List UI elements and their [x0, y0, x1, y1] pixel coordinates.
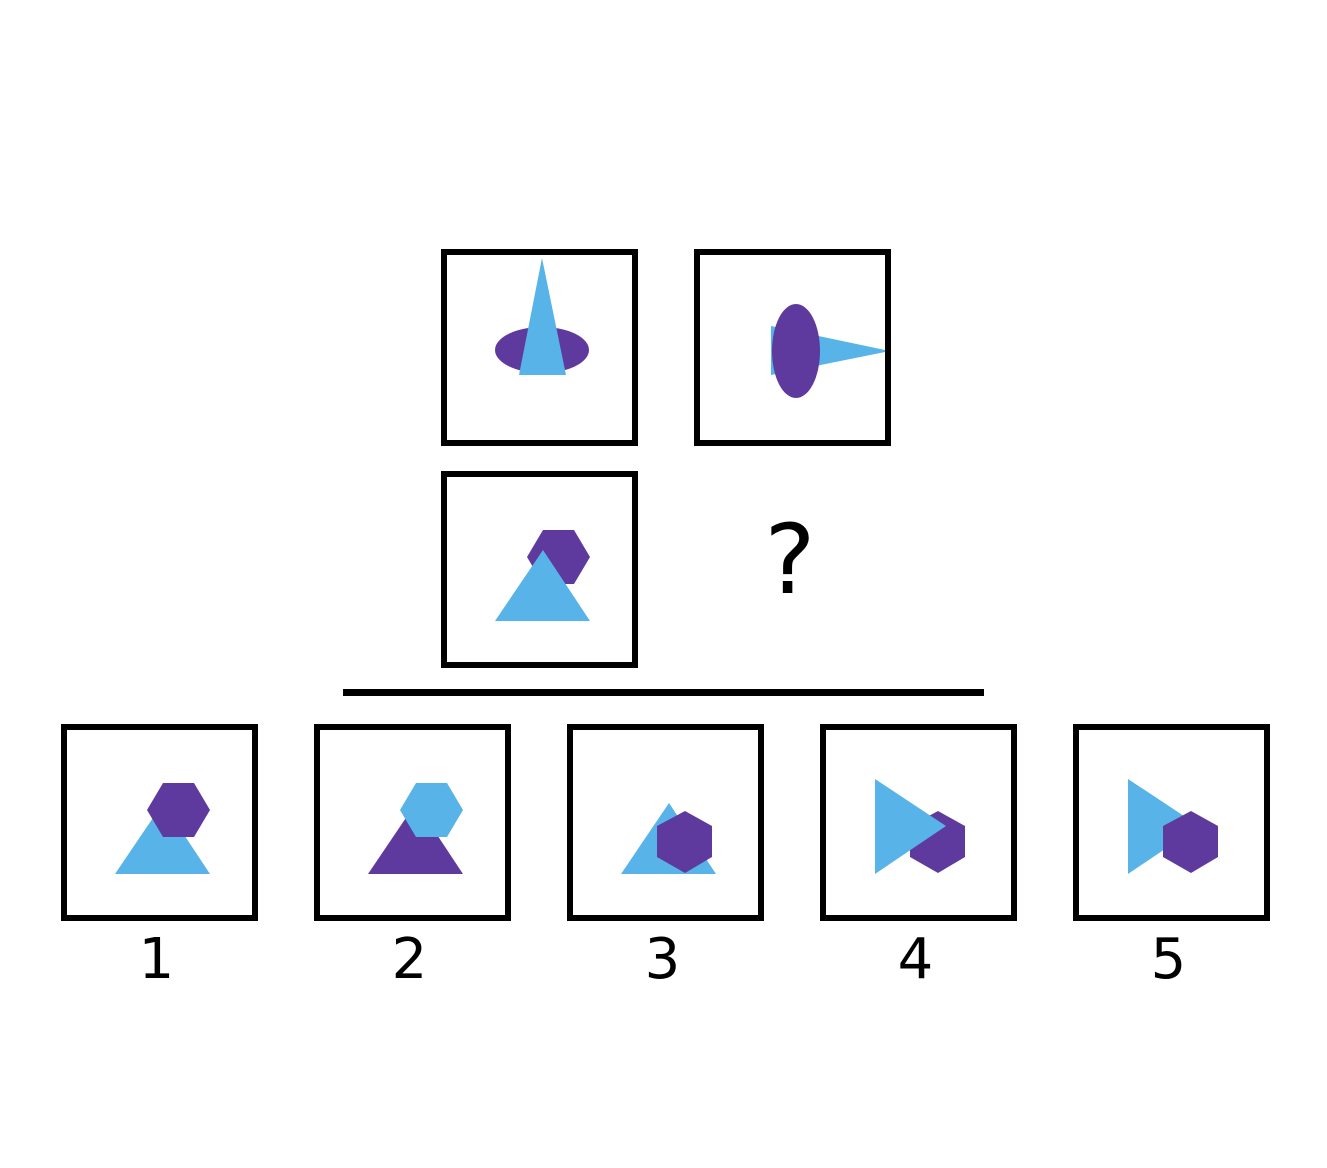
blue-triangle — [875, 779, 946, 874]
option-3-label: 3 — [644, 927, 681, 992]
puzzle-cell-2 — [694, 249, 891, 446]
option-1[interactable] — [61, 724, 258, 921]
blue-triangle — [115, 803, 210, 874]
puzzle-cell-1 — [441, 249, 638, 446]
option-2[interactable] — [314, 724, 511, 921]
purple-ellipse — [772, 304, 820, 398]
puzzle-cell-3 — [441, 471, 638, 668]
puzzle-cell-2-figure — [771, 304, 885, 398]
puzzle-cell-3-figure — [495, 530, 590, 621]
option-3[interactable] — [567, 724, 764, 921]
blue-hexagon — [400, 783, 463, 837]
question-mark: ? — [764, 504, 816, 616]
option-4-label: 4 — [897, 927, 934, 992]
option-3-figure — [621, 803, 716, 874]
option-1-figure — [115, 783, 210, 874]
option-1-label: 1 — [138, 927, 175, 992]
purple-hexagon — [147, 783, 210, 837]
puzzle-cell-1-figure — [495, 258, 589, 375]
option-4[interactable] — [820, 724, 1017, 921]
option-5-figure — [1128, 779, 1218, 874]
option-5[interactable] — [1073, 724, 1270, 921]
option-2-label: 2 — [391, 927, 428, 992]
divider-line — [343, 689, 984, 696]
purple-triangle — [368, 803, 463, 874]
purple-hexagon — [657, 811, 712, 873]
purple-hexagon — [1163, 811, 1218, 873]
blue-triangle — [519, 258, 566, 375]
option-4-figure — [875, 779, 965, 874]
option-5-label: 5 — [1150, 927, 1187, 992]
blue-triangle — [495, 550, 590, 621]
option-2-figure — [368, 783, 463, 874]
